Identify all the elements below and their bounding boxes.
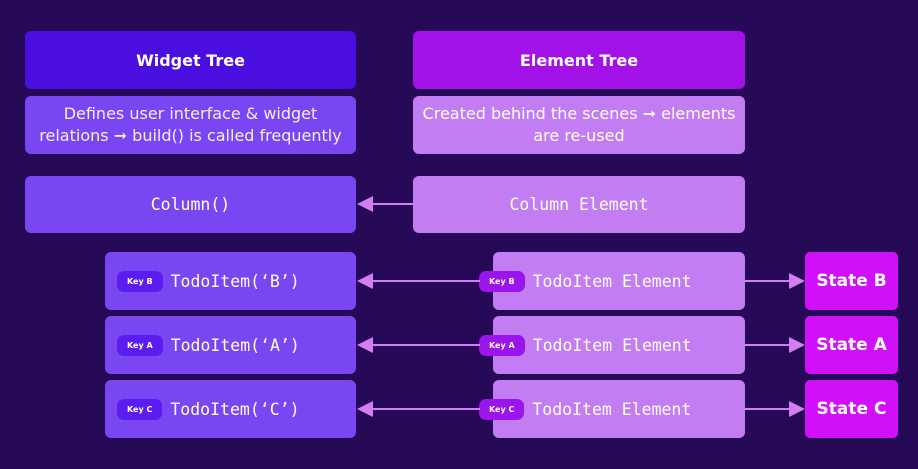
element-todo-item-a: Key A TodoItem Element: [479, 316, 745, 374]
element-todo-item-c-label: TodoItem Element: [532, 399, 692, 419]
element-column-label: Column Element: [509, 195, 649, 214]
state-b-box: State B: [805, 252, 898, 310]
element-key-badge-b: Key B: [479, 270, 525, 292]
widget-todo-item-c: Key C TodoItem(‘C’): [105, 380, 356, 438]
widget-key-badge-a: Key A: [117, 334, 163, 356]
element-tree-description-text: Created behind the scenes ➞ elements are…: [422, 104, 736, 145]
element-todo-item-a-label: TodoItem Element: [532, 335, 692, 355]
widget-todo-item-b-label: TodoItem(‘B’): [170, 271, 300, 291]
widget-tree-header: Widget Tree: [25, 31, 356, 89]
element-tree-description: Created behind the scenes ➞ elements are…: [413, 96, 745, 154]
state-c-label: State C: [816, 399, 887, 419]
element-tree-header: Element Tree: [413, 31, 745, 89]
widget-key-badge-c: Key C: [117, 398, 163, 420]
element-tree-title: Element Tree: [519, 50, 639, 70]
element-key-badge-c: Key C: [479, 398, 525, 420]
widget-tree-title: Widget Tree: [136, 50, 245, 70]
widget-tree-description-text: Defines user interface & widget relation…: [39, 104, 342, 145]
widget-tree-description: Defines user interface & widget relation…: [25, 96, 356, 154]
widget-todo-item-b: Key B TodoItem(‘B’): [105, 252, 356, 310]
element-todo-item-b-label: TodoItem Element: [532, 271, 692, 291]
widget-todo-item-c-label: TodoItem(‘C’): [170, 399, 300, 419]
widget-todo-item-a: Key A TodoItem(‘A’): [105, 316, 356, 374]
element-column-node: Column Element: [413, 176, 745, 233]
element-todo-item-b: Key B TodoItem Element: [479, 252, 745, 310]
state-c-box: State C: [805, 380, 898, 438]
widget-column-label: Column(): [150, 195, 231, 214]
widget-todo-item-a-label: TodoItem(‘A’): [170, 335, 300, 355]
widget-column-node: Column(): [25, 176, 356, 233]
state-b-label: State B: [816, 271, 887, 291]
element-todo-item-c: Key C TodoItem Element: [479, 380, 745, 438]
state-a-label: State A: [816, 335, 887, 355]
element-key-badge-a: Key A: [479, 334, 525, 356]
state-a-box: State A: [805, 316, 898, 374]
widget-key-badge-b: Key B: [117, 270, 163, 292]
